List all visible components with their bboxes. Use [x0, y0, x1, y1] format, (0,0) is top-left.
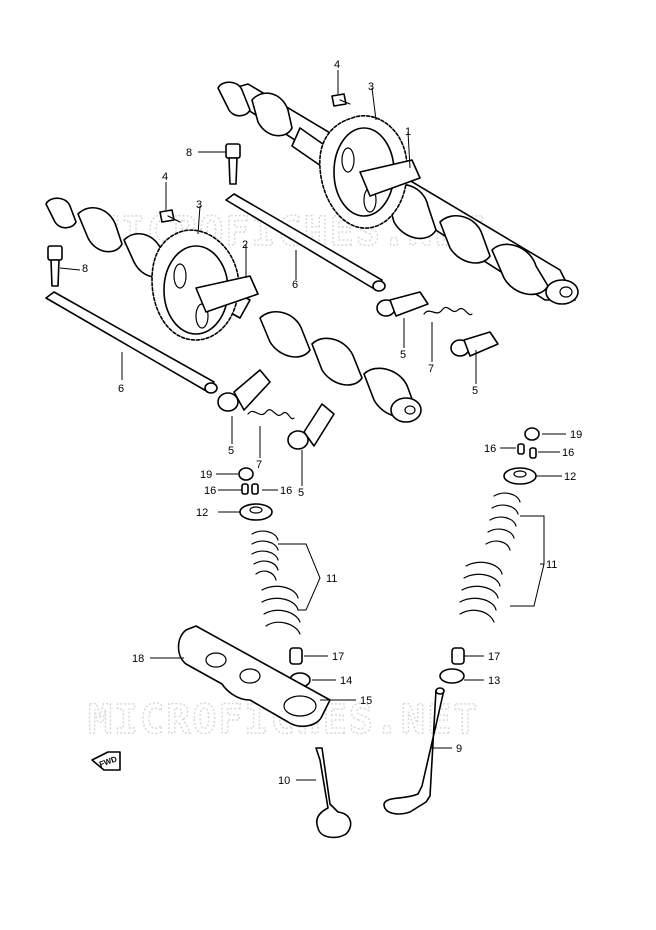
callout-5-front-right: 5: [298, 487, 304, 499]
rocker-arm-front-left: [217, 369, 271, 412]
spring-retainer-12-front: [239, 503, 273, 521]
callout-18: 18: [132, 653, 144, 665]
rocker-shaft-front: [45, 291, 218, 394]
valve-stem-seal-17-front: [289, 647, 303, 665]
callout-16-front-right: 16: [280, 485, 292, 497]
rocker-arm-front-right: [287, 403, 335, 450]
callout-17-rear: 17: [488, 651, 500, 663]
callout-17-front: 17: [332, 651, 344, 663]
callout-9: 9: [456, 743, 462, 755]
rocker-shaft-rear: [225, 193, 386, 292]
intake-valve-10: [315, 747, 352, 839]
callout-10: 10: [278, 775, 290, 787]
rocker-arm-rear-right: [450, 331, 499, 357]
callout-12-rear: 12: [564, 471, 576, 483]
callout-11-front: 11: [326, 573, 337, 585]
callout-6-rear: 6: [292, 279, 298, 291]
callout-2: 2: [242, 239, 248, 251]
valve-springs-11-rear: [459, 492, 521, 623]
callout-15: 15: [360, 695, 372, 707]
valve-cotters-16-front: [241, 483, 259, 495]
callout-16-rear-right: 16: [562, 447, 574, 459]
callout-5-rear-right: 5: [472, 385, 478, 397]
rocker-spring-rear: [423, 306, 473, 316]
callout-1: 1: [405, 126, 411, 138]
callout-13: 13: [488, 675, 500, 687]
leader-lines: [59, 70, 566, 781]
callout-6-front: 6: [118, 383, 124, 395]
valve-stem-seal-17-rear: [451, 647, 465, 665]
callout-4-rear: 4: [334, 59, 340, 71]
valve-springs-11-front: [251, 530, 301, 635]
valve-cotters-16-rear: [517, 443, 537, 459]
bolt-8-front: [47, 245, 63, 287]
callout-4-front: 4: [162, 171, 168, 183]
bolt-8-rear: [225, 143, 241, 185]
callout-8-front: 8: [82, 263, 88, 275]
cylinder-head-gasket-18: [177, 625, 331, 728]
bolt-4-front: [159, 209, 181, 223]
valve-cotter-19-front: [238, 467, 254, 481]
forward-direction-badge: FWD: [91, 751, 121, 771]
callout-5-front-left: 5: [228, 445, 234, 457]
callout-3-front: 3: [196, 199, 202, 211]
callout-19-rear: 19: [570, 429, 582, 441]
callout-8-rear: 8: [186, 147, 192, 159]
callout-7-front: 7: [256, 459, 262, 471]
rocker-spring-front: [247, 409, 295, 420]
callout-14: 14: [340, 675, 352, 687]
sprocket-rear: [319, 115, 421, 229]
callout-11-rear: 11: [546, 559, 557, 571]
callout-16-front-left: 16: [204, 485, 216, 497]
spring-seat-13-rear: [439, 668, 465, 684]
callout-12-front: 12: [196, 507, 208, 519]
rocker-arm-rear-left: [376, 291, 429, 317]
valve-cotter-19-rear: [524, 427, 540, 441]
callout-3-rear: 3: [368, 81, 374, 93]
callout-5-rear-left: 5: [400, 349, 406, 361]
spring-retainer-12-rear: [503, 467, 537, 485]
callout-numbers: 4 3 1 8 4 3 2 8 6 6 5 7 5 5 7 5 19 16 16…: [82, 59, 582, 787]
callout-7-rear: 7: [428, 363, 434, 375]
sprocket-front: [151, 229, 259, 341]
exhaust-valve-9: [383, 687, 445, 815]
callout-19-front: 19: [200, 469, 212, 481]
bolt-4-rear: [331, 93, 351, 107]
callout-16-rear-left: 16: [484, 443, 496, 455]
